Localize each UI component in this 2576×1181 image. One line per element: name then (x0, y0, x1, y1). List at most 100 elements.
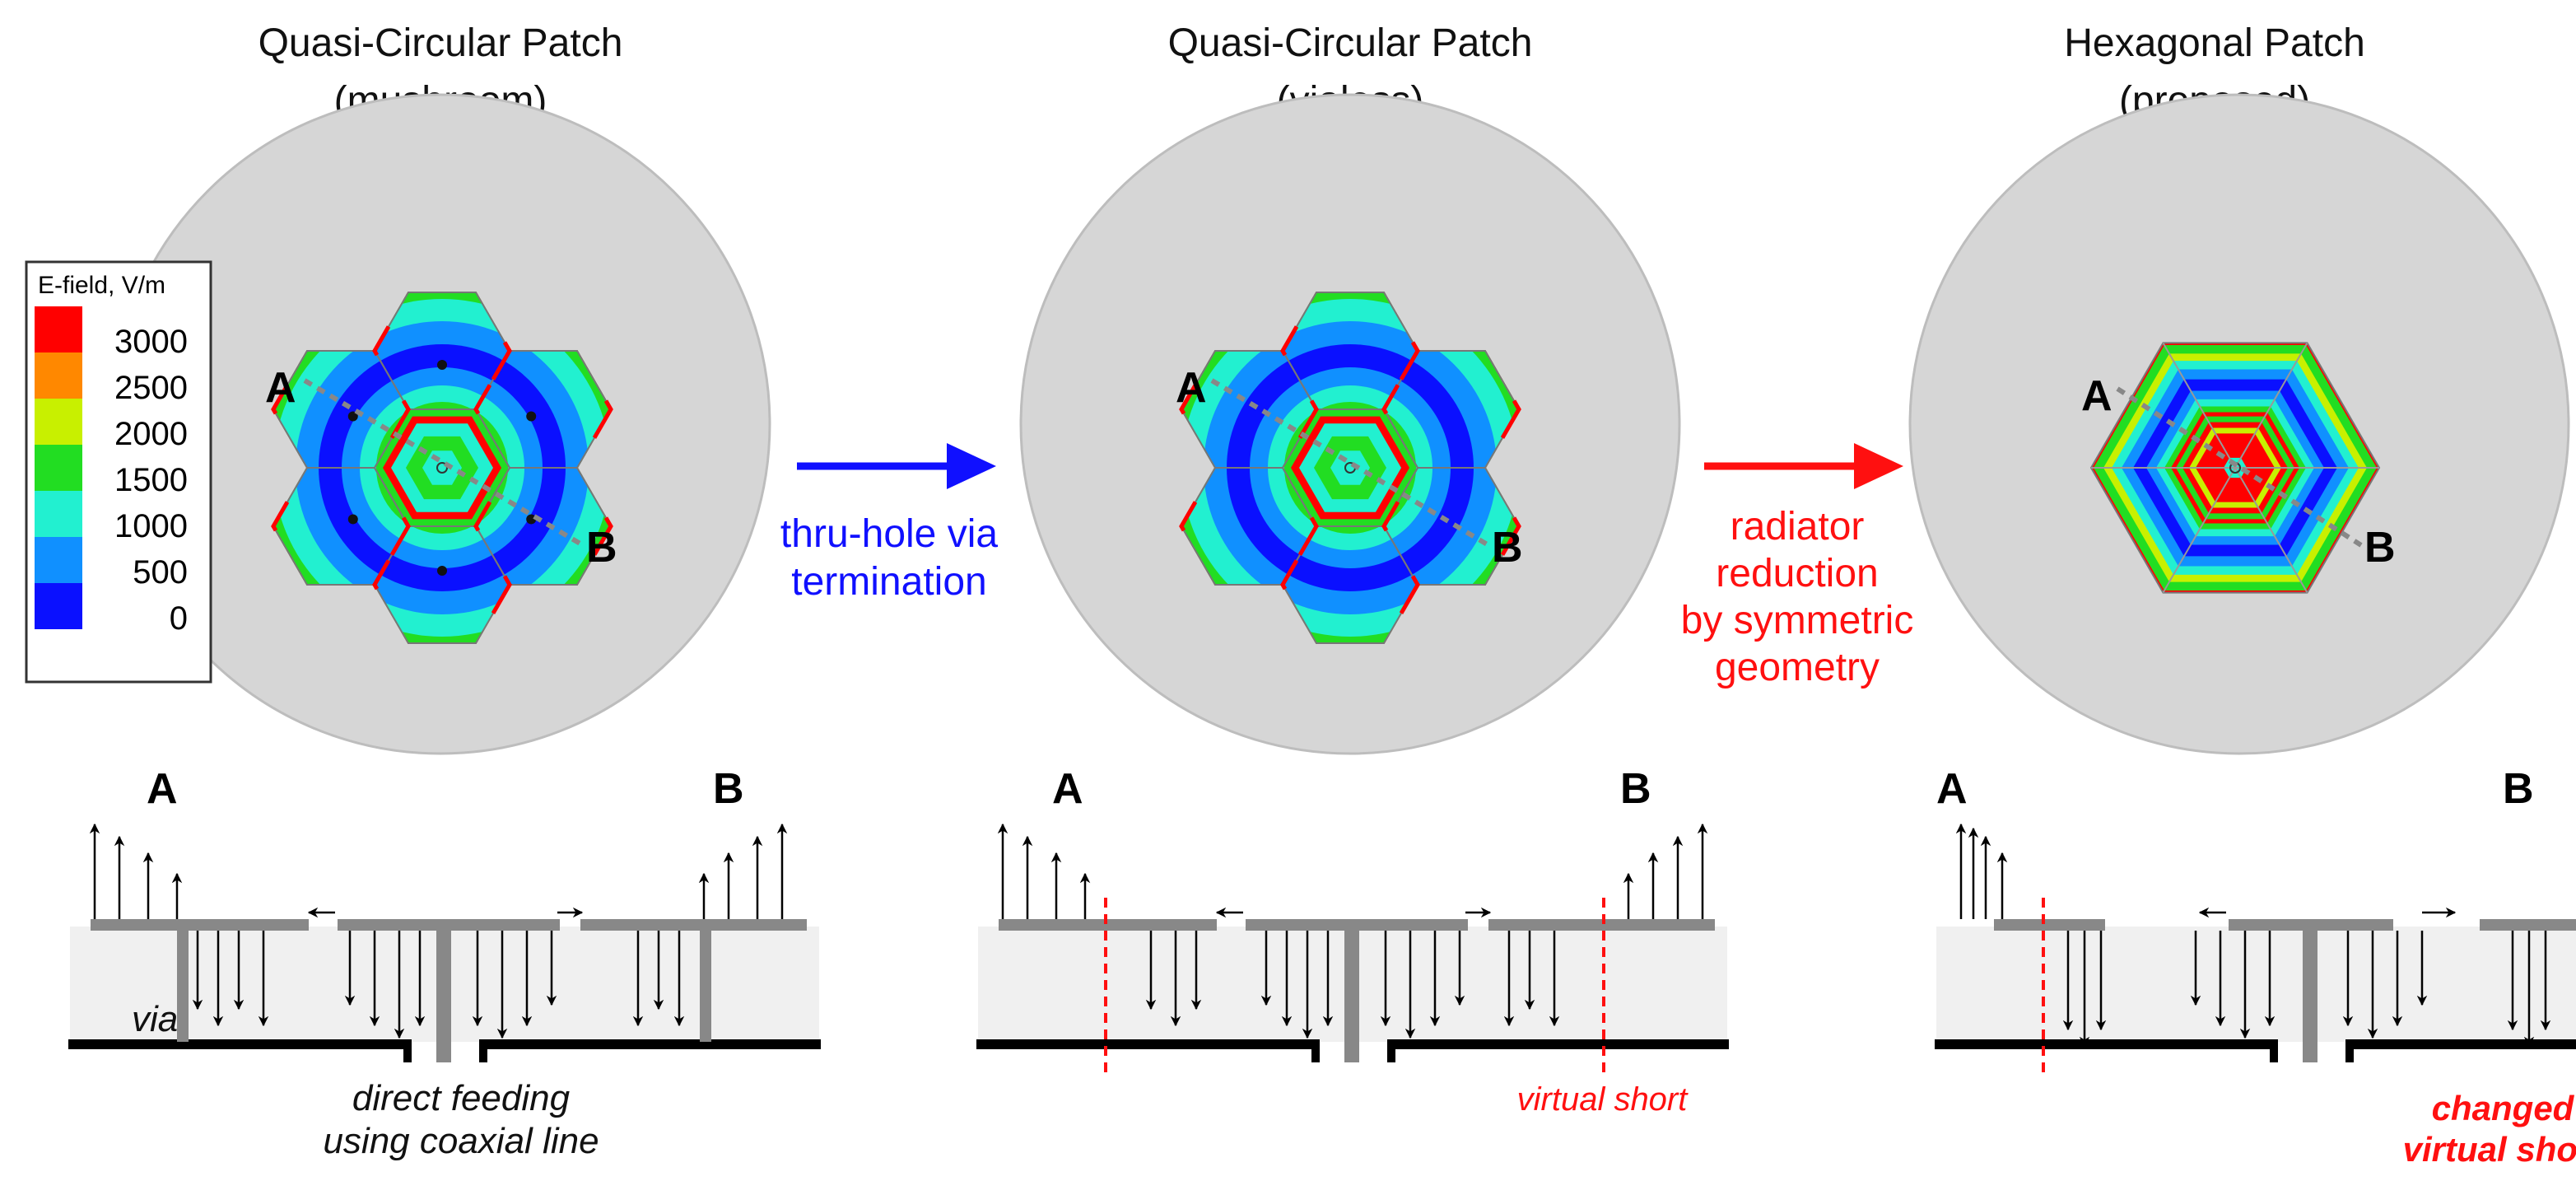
cut-line (1210, 378, 1490, 548)
cut-line (2116, 386, 2363, 548)
feed-caption-line2: using coaxial line (323, 1121, 599, 1161)
hex-rim (1179, 465, 1319, 587)
arrow-1-line2: termination (791, 560, 986, 604)
top-label-b-2: B (1492, 524, 1523, 572)
legend-tick-label: 500 (133, 554, 188, 590)
legend-tick-label: 3000 (114, 324, 188, 360)
top-label-b-1: B (586, 524, 617, 572)
hex-rim (1280, 290, 1420, 412)
arrow-2-line2: reduction (1716, 552, 1878, 595)
legend: E-field, V/m 3000 2500 2000 1500 1000 500 0 (25, 260, 212, 684)
cross-section-hexagonal (1935, 823, 2576, 1079)
via-dot (347, 514, 358, 525)
legend-swatch (35, 399, 82, 445)
via-label: via (132, 999, 178, 1039)
ground-left (68, 1039, 410, 1049)
via-dot (347, 411, 358, 422)
patch-strip (580, 919, 807, 931)
xs-label-b-1: B (713, 765, 744, 813)
ground-lip (2270, 1039, 2278, 1062)
legend-tick-label: 2000 (114, 416, 188, 452)
patch-strip (999, 919, 1217, 931)
top-label-a-2: A (1176, 364, 1207, 412)
patch-strip (338, 919, 560, 931)
via (700, 927, 711, 1042)
via-dot (437, 360, 447, 371)
cut-line (303, 378, 585, 548)
legend-tick-label: 1500 (114, 462, 188, 498)
field-pattern-mushroom (271, 290, 613, 646)
center-band (422, 450, 462, 485)
legend-tick-label: 0 (170, 600, 188, 637)
star-field (1181, 292, 1520, 644)
legend-swatch (35, 306, 82, 352)
arrow-2-line4: geometry (1715, 646, 1880, 689)
xs-label-a-3: A (1936, 765, 1968, 813)
field-pattern-hexagonal (2089, 342, 2381, 594)
arrow-1-line1: thru-hole via (780, 512, 998, 556)
legend-swatch (35, 491, 82, 537)
ground-left (976, 1039, 1318, 1049)
cross-section-mushroom (68, 823, 821, 1062)
legend-swatch (35, 445, 82, 491)
hex-rim (1179, 348, 1319, 470)
xs-label-a-1: A (147, 765, 178, 813)
feed-point (436, 462, 448, 474)
hex-spoke (2162, 467, 2236, 594)
legend-swatch (35, 537, 82, 583)
top-label-a-1: A (265, 364, 296, 412)
hex-spoke (2234, 467, 2308, 594)
patch-strip (1488, 919, 1715, 931)
virtual-short-caption: virtual short (1517, 1081, 1689, 1118)
legend-tick-label: 2500 (114, 370, 188, 406)
arrow-2-line1: radiator (1731, 505, 1865, 548)
hex-spoke (2234, 342, 2308, 469)
panel-1-title: Quasi-Circular Patch (259, 21, 623, 65)
patch-strip (2229, 919, 2393, 931)
ground-lip (479, 1039, 487, 1062)
via (177, 927, 189, 1042)
patch-strip (2480, 919, 2576, 931)
coax-probe (1344, 922, 1359, 1062)
coax-probe (436, 922, 451, 1062)
field-pattern-vialess (1179, 290, 1521, 646)
ground-right (2345, 1039, 2576, 1049)
legend-tick-label: 1000 (114, 508, 188, 544)
red-arrowhead (1854, 443, 1903, 489)
legend-title: E-field, V/m (38, 272, 165, 299)
ground-lip (2345, 1039, 2354, 1062)
ground-right (1387, 1039, 1729, 1049)
patch-strip (91, 919, 309, 931)
hex-rim (271, 465, 411, 587)
xs-label-b-3: B (2503, 765, 2534, 813)
changed-caption-line1: changed (2432, 1089, 2575, 1127)
changed-caption-line2: virtual short (2403, 1130, 2576, 1169)
ground-lip (1311, 1039, 1320, 1062)
hex-rim (1381, 348, 1521, 470)
legend-swatch (35, 583, 82, 629)
substrate (1936, 927, 2576, 1042)
hex-rim (473, 465, 613, 587)
hex-rim (1381, 465, 1521, 587)
ground-lip (1387, 1039, 1395, 1062)
top-label-b-3: B (2364, 524, 2396, 572)
xs-label-b-2: B (1620, 765, 1651, 813)
top-label-a-3: A (2081, 372, 2113, 420)
cut-lines (303, 378, 2363, 548)
panel-2-title: Quasi-Circular Patch (1168, 21, 1533, 65)
hex-rim (372, 290, 512, 412)
blue-arrowhead (947, 443, 996, 489)
coax-probe (2303, 922, 2317, 1062)
ground-lip (403, 1039, 412, 1062)
via-dot (526, 514, 537, 525)
ground-left (1935, 1039, 2276, 1049)
via-dot (526, 411, 537, 422)
via-dot (437, 565, 447, 576)
feed-caption-line1: direct feeding (352, 1078, 571, 1118)
hex-spoke (2162, 342, 2236, 469)
legend-swatch (35, 352, 82, 399)
cross-section-vialess (976, 823, 1729, 1079)
hex-rim (372, 524, 512, 646)
arrow-2-line3: by symmetric (1681, 599, 1914, 642)
xs-label-a-2: A (1052, 765, 1083, 813)
